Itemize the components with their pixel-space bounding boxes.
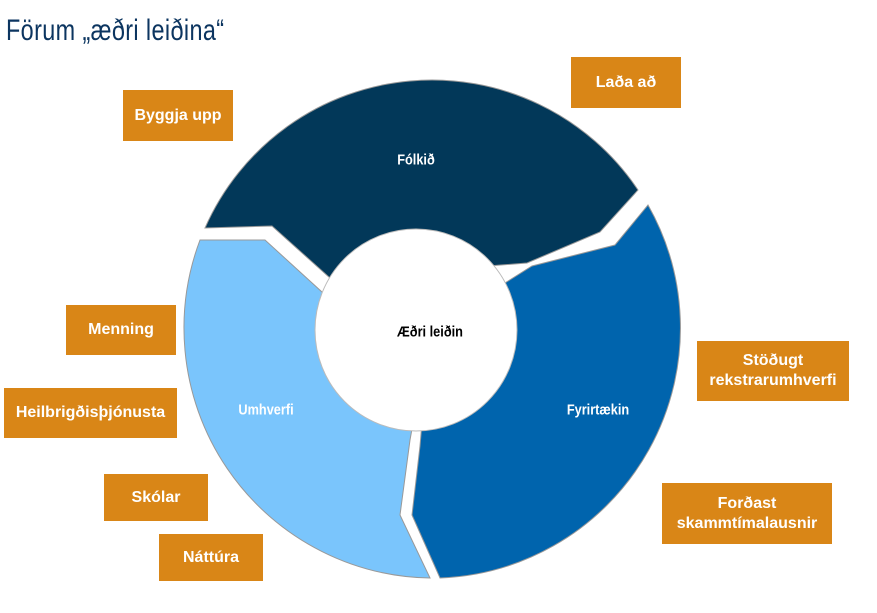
box-stodugt-rekstrarumhverfi: Stöðugt rekstrarumhverfi: [697, 341, 849, 401]
center-circle: [314, 228, 518, 432]
box-heilbrigdisthjonusta: Heilbrigðisþjónusta: [4, 388, 177, 438]
box-menning: Menning: [66, 305, 176, 355]
segment-label-umhverfi: Umhverfi: [238, 401, 294, 419]
box-nattura: Náttúra: [159, 534, 263, 581]
segment-label-fyrirtaekin: Fyrirtækin: [566, 401, 630, 419]
box-skolar: Skólar: [104, 474, 208, 521]
segment-folkid: [204, 79, 639, 279]
box-lada-ad: Laða að: [571, 57, 681, 108]
box-fordast-skammtimalausnir: Forðast skammtímalausnir: [662, 483, 832, 544]
box-byggja-upp: Byggja upp: [123, 90, 233, 141]
center-label: Æðri leiðin: [397, 323, 463, 341]
segment-label-folkid: Fólkið: [397, 151, 435, 169]
page-title: Förum „æðri leiðina“: [6, 14, 225, 47]
segment-fyrirtaekin: [411, 204, 681, 579]
